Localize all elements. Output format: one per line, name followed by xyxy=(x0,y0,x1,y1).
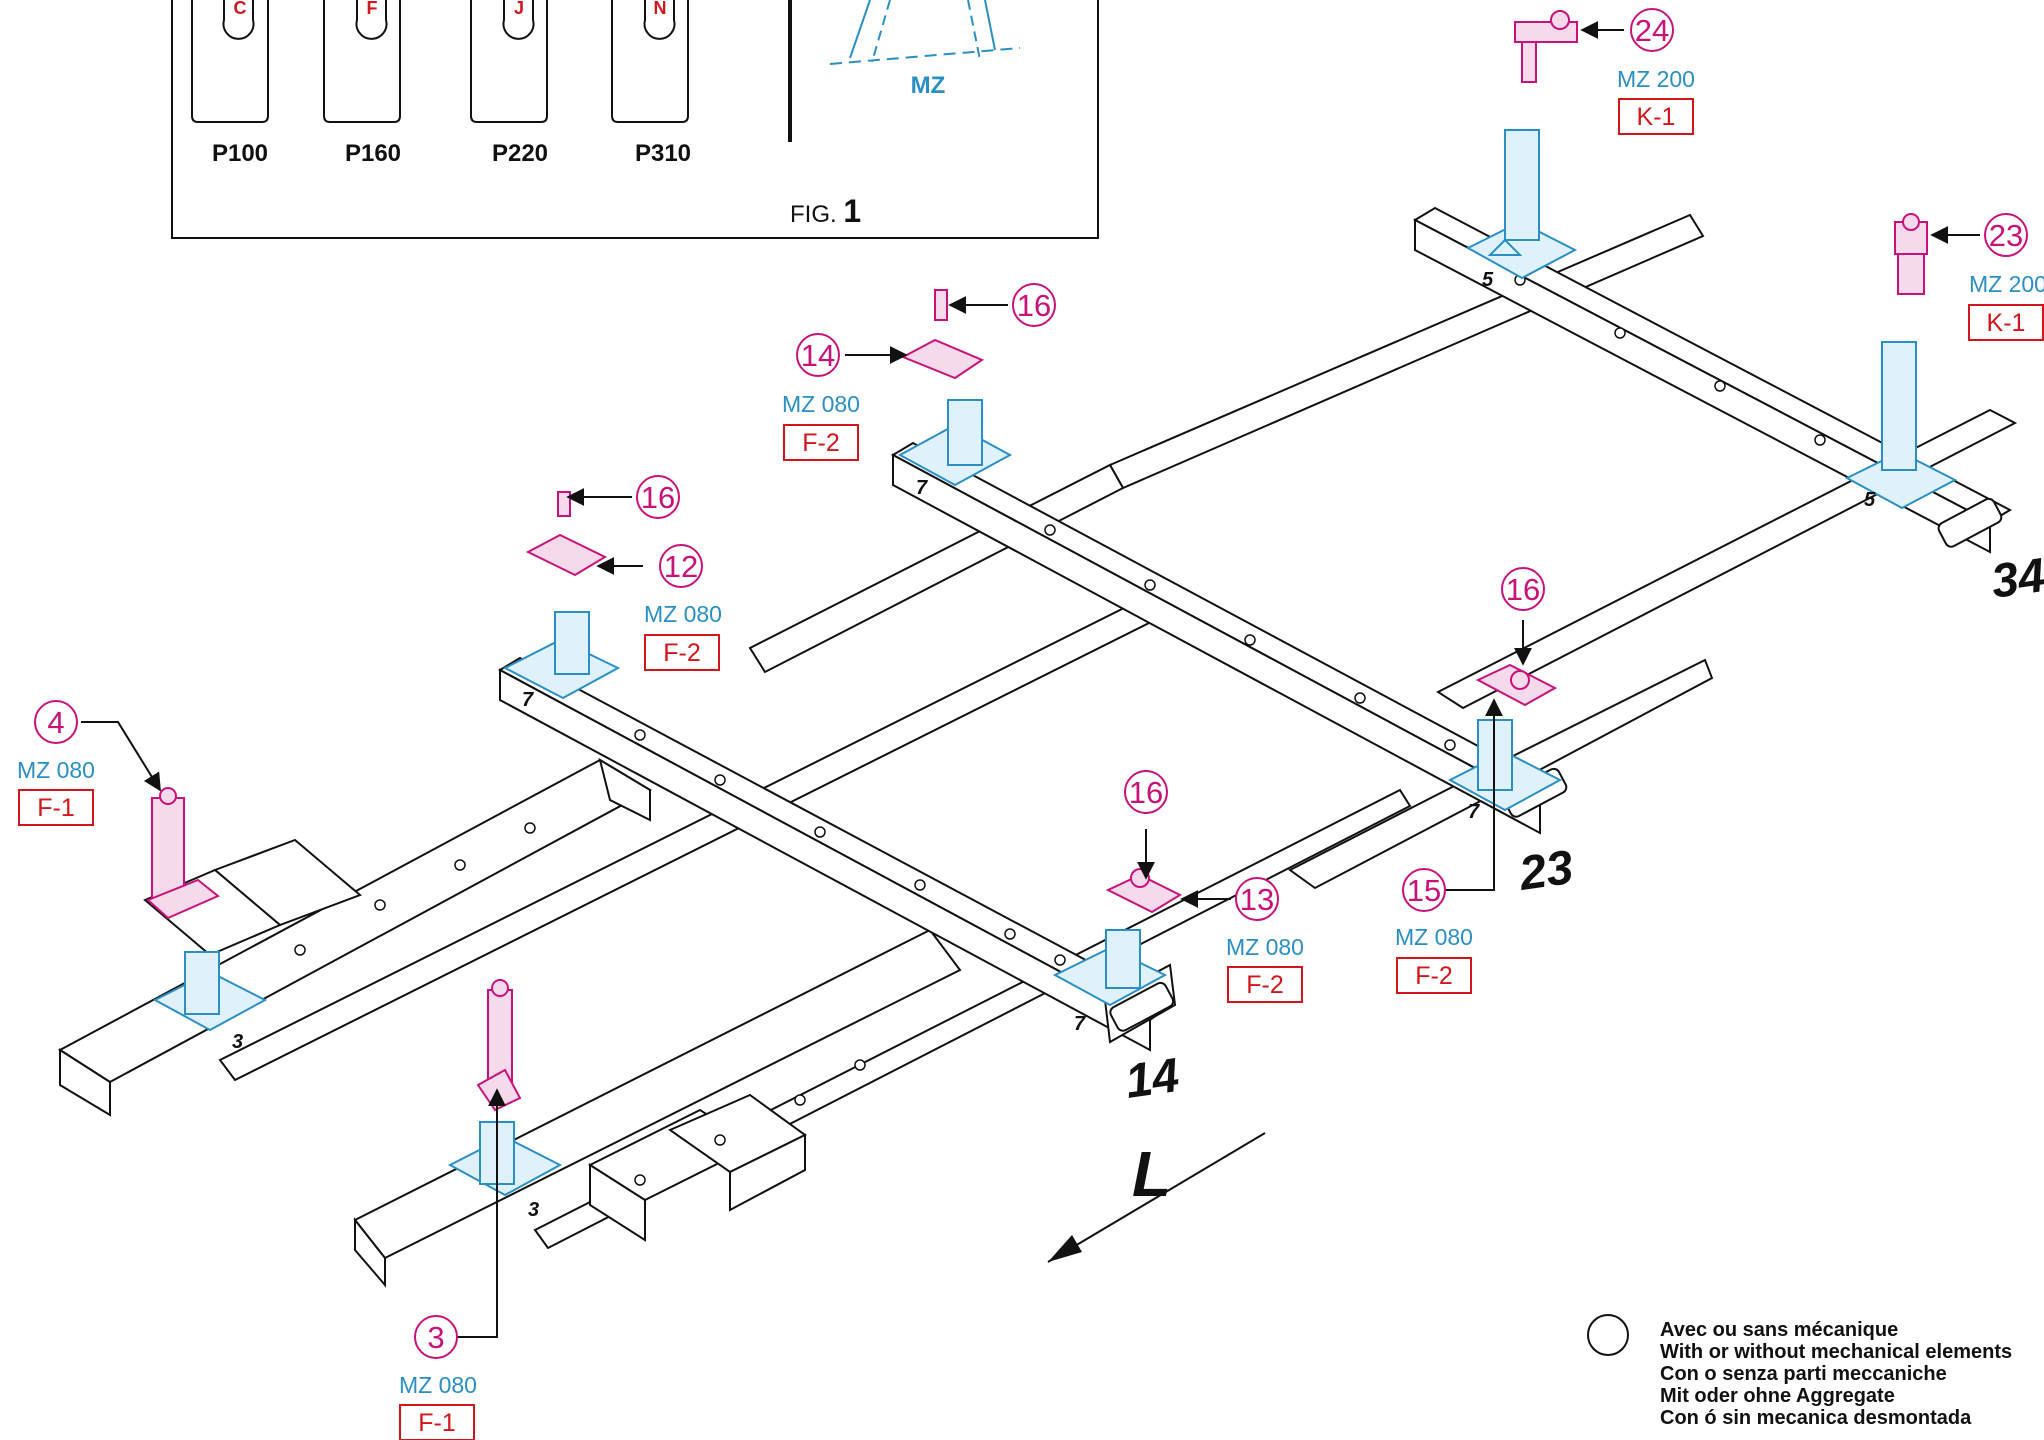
code-label: K-1 xyxy=(1987,309,2026,337)
code-box xyxy=(1618,98,1694,135)
figure-caption: FIG. 1 xyxy=(790,193,861,229)
column-letter: C xyxy=(234,0,247,18)
callout-number: 13 xyxy=(1240,882,1274,917)
callout-number: 15 xyxy=(1407,873,1441,908)
callout-number: 14 xyxy=(801,338,835,373)
model-label: MZ 200 xyxy=(1617,66,1695,92)
beam-number-34: 34 xyxy=(1988,549,2044,609)
callout-number: 24 xyxy=(1635,13,1669,48)
beam-number-14: 14 xyxy=(1122,1049,1182,1109)
leader-lines xyxy=(81,21,1980,1338)
mz-label: MZ xyxy=(911,72,946,99)
code-box xyxy=(1227,966,1303,1003)
code-label: F-2 xyxy=(663,639,701,667)
callout-23[interactable]: 23 MZ 200 K-1 xyxy=(1968,213,2044,341)
callout-number: 16 xyxy=(1129,775,1163,810)
tower-number: 7 xyxy=(522,689,534,711)
code-box xyxy=(1396,957,1472,994)
code-box xyxy=(644,634,720,671)
legend-line: Mit oder ohne Aggregate xyxy=(1660,1385,1895,1407)
fig1-columns: C F J N P100 P160 P220 P310 xyxy=(191,0,691,167)
callout-14[interactable]: 14 MZ 080 F-2 xyxy=(782,333,860,461)
callout-24[interactable]: 24 MZ 200 K-1 xyxy=(1617,8,1695,135)
callout-number: 23 xyxy=(1989,218,2023,253)
code-label: K-1 xyxy=(1637,103,1676,131)
callout-13[interactable]: 13 MZ 080 F-2 xyxy=(1226,877,1304,1003)
callout-number: 12 xyxy=(664,549,698,584)
model-label: MZ 200 xyxy=(1969,271,2044,297)
callout-number: 16 xyxy=(1506,572,1540,607)
code-label: F-1 xyxy=(37,794,75,822)
mz-sketch: MZ xyxy=(829,0,1021,99)
callout-number: 3 xyxy=(427,1320,444,1355)
beam-number-23: 23 xyxy=(1515,841,1577,901)
code-label: F-2 xyxy=(802,429,840,457)
legend-line: Con o senza parti meccaniche xyxy=(1660,1363,1947,1385)
figure-1-panel: C F J N P100 P160 P220 P310 MZ FIG. 1 xyxy=(171,0,1099,239)
column-letter: N xyxy=(654,0,667,18)
callout-16-a[interactable]: 16 xyxy=(1012,283,1056,327)
tower-number: 5 xyxy=(1482,269,1494,291)
callout-3[interactable]: 3 MZ 080 F-1 xyxy=(399,1315,477,1440)
tower-number: 3 xyxy=(528,1199,539,1221)
tower-number: 5 xyxy=(1864,489,1876,511)
tower-number: 7 xyxy=(916,477,928,499)
model-label: MZ 080 xyxy=(17,757,95,783)
cross-beams xyxy=(294,206,2013,1186)
model-label: MZ 080 xyxy=(782,391,860,417)
column-label: P310 xyxy=(635,140,691,167)
code-label: F-2 xyxy=(1246,971,1284,999)
model-label: MZ 080 xyxy=(1226,934,1304,960)
column-letter: F xyxy=(367,0,378,18)
callout-4[interactable]: 4 MZ 080 F-1 xyxy=(17,700,95,826)
column-label: P100 xyxy=(212,140,268,167)
legend: Avec ou sans mécanique With or without m… xyxy=(1587,1314,2012,1429)
model-label: MZ 080 xyxy=(399,1372,477,1398)
callout-number: 16 xyxy=(1017,288,1051,323)
tower-bases xyxy=(152,129,1958,1197)
tower-number: 7 xyxy=(1468,801,1480,823)
code-box xyxy=(783,424,859,461)
callout-12[interactable]: 12 MZ 080 F-2 xyxy=(644,544,722,671)
code-label: F-1 xyxy=(418,1409,456,1437)
legend-circle-icon xyxy=(1587,1314,1629,1356)
column-letter: J xyxy=(514,0,524,18)
legend-line: Con ó sin mecanica desmontada xyxy=(1660,1407,1972,1429)
direction-arrow: L xyxy=(1047,1132,1266,1263)
legend-line: With or without mechanical elements xyxy=(1660,1341,2012,1363)
model-label: MZ 080 xyxy=(644,601,722,627)
direction-label: L xyxy=(1132,1138,1171,1210)
column-label: P220 xyxy=(492,140,548,167)
callout-number: 16 xyxy=(641,480,675,515)
callout-16-b[interactable]: 16 xyxy=(636,475,680,519)
callout-16-c[interactable]: 16 xyxy=(1124,770,1168,814)
code-box xyxy=(18,789,94,826)
legend-line: Avec ou sans mécanique xyxy=(1660,1319,1898,1341)
tower-number: 3 xyxy=(232,1031,243,1053)
callout-number: 4 xyxy=(47,705,64,740)
column-label: P160 xyxy=(345,140,401,167)
tower-number: 7 xyxy=(1074,1013,1086,1035)
code-box xyxy=(1968,304,2044,341)
code-label: F-2 xyxy=(1415,962,1453,990)
callout-15[interactable]: 15 MZ 080 F-2 xyxy=(1395,868,1473,994)
code-box xyxy=(399,1404,475,1440)
model-label: MZ 080 xyxy=(1395,924,1473,950)
callout-16-d[interactable]: 16 xyxy=(1501,567,1545,611)
